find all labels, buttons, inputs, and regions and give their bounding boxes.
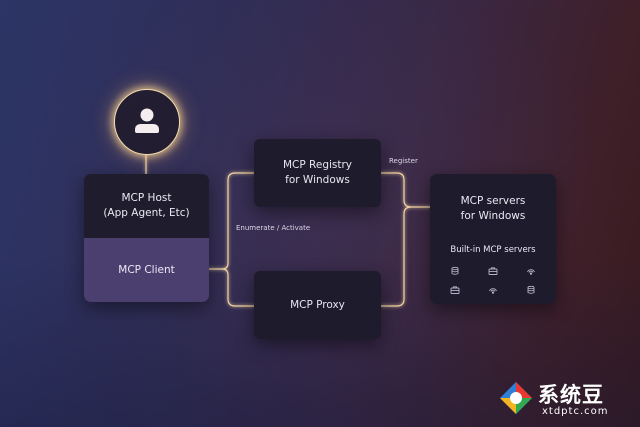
mcp-client-box: MCP Client <box>84 238 209 302</box>
client-to-registry-line <box>209 172 254 270</box>
mcp-host-line1: MCP Host <box>121 192 172 204</box>
wireless-icon <box>489 288 497 294</box>
watermark-url: xtdptc.com <box>542 406 609 417</box>
briefcase-icon <box>488 267 498 275</box>
built-in-servers-label: Built-in MCP servers <box>450 245 536 255</box>
mcp-proxy-label: MCP Proxy <box>290 298 345 311</box>
mcp-host-box: MCP Host (App Agent, Etc) MCP Client <box>84 174 209 302</box>
mcp-host-line2: (App Agent, Etc) <box>103 207 190 219</box>
mcp-servers-line2: for Windows <box>460 210 526 222</box>
database-icon <box>527 285 535 294</box>
client-to-proxy-line <box>221 268 254 307</box>
register-label: Register <box>389 157 418 165</box>
watermark-title: 系统豆 <box>538 383 604 407</box>
mcp-registry-line1: MCP Registry <box>282 159 353 171</box>
mcp-registry-line2: for Windows <box>285 174 350 186</box>
watermark-logo-icon <box>500 382 532 414</box>
enumerate-activate-label: Enumerate / Activate <box>236 224 311 232</box>
mcp-proxy-box: MCP Proxy <box>254 271 381 339</box>
database-icon <box>451 266 459 275</box>
person-icon <box>135 108 159 133</box>
mcp-client-label: MCP Client <box>118 264 175 276</box>
mcp-registry-box: MCP Registry for Windows <box>254 139 381 207</box>
briefcase-icon <box>450 286 460 294</box>
mcp-servers-title: MCP servers for Windows <box>430 194 556 224</box>
watermark: 系统豆 xtdptc.com <box>498 378 638 424</box>
registry-to-servers-line <box>381 172 430 208</box>
user-avatar <box>114 89 180 155</box>
wireless-icon <box>527 269 535 275</box>
mcp-servers-line1: MCP servers <box>460 195 526 207</box>
proxy-to-servers-line <box>381 206 412 307</box>
mcp-host-title: MCP Host (App Agent, Etc) <box>84 174 209 238</box>
mcp-servers-box: MCP servers for Windows Built-in MCP serv… <box>430 174 556 304</box>
